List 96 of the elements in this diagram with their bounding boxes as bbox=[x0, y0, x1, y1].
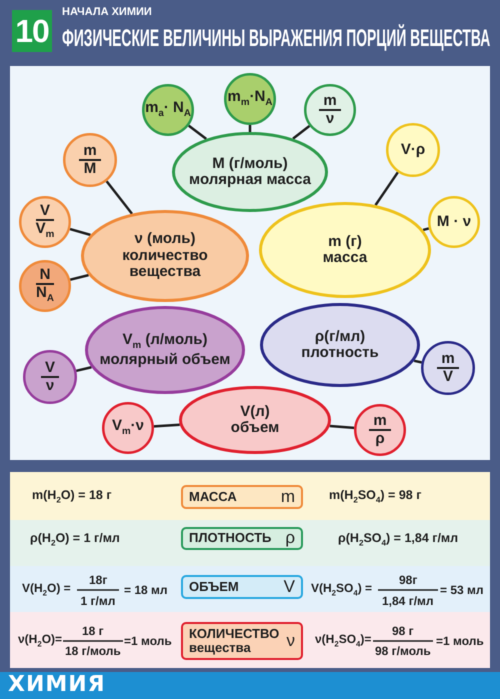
formula: ρ bbox=[375, 431, 385, 448]
quantity-name: ПЛОТНОСТЬ bbox=[189, 531, 272, 546]
quantity-symbol: ν (моль) bbox=[134, 231, 196, 248]
series-name: НАЧАЛА ХИМИИ bbox=[62, 6, 152, 18]
quantity-symbol: V(л) bbox=[240, 404, 270, 420]
fraction-denominator: 98 г/моль bbox=[375, 644, 431, 658]
formula-circle bbox=[63, 133, 117, 187]
fraction-numerator: 98г bbox=[399, 574, 418, 587]
formula: V$_{m}$·ν bbox=[112, 418, 144, 438]
quantity-ellipse bbox=[260, 303, 420, 387]
fraction-numerator: 18г bbox=[89, 574, 108, 587]
formula: V$_{m}$ bbox=[36, 221, 54, 242]
connector-line bbox=[188, 124, 207, 140]
quantity-box bbox=[181, 575, 303, 599]
quantity-symbol: m (г) bbox=[328, 234, 362, 250]
connector-line bbox=[106, 180, 133, 214]
connector-line bbox=[414, 360, 422, 364]
quantity-name: количество вещества bbox=[121, 248, 209, 281]
quantity-symbol: ρ bbox=[285, 529, 295, 548]
fraction-denominator: 18 г/моль bbox=[65, 644, 121, 658]
formula: V bbox=[36, 202, 54, 222]
quantity-symbol: V bbox=[284, 578, 295, 596]
quantity-symbol: m bbox=[280, 488, 295, 506]
formula: ν bbox=[46, 378, 54, 394]
formula: ρ(H$_{2}$SO$_{4}$) = 1,84 г/мл bbox=[338, 532, 458, 548]
quantity-symbol: ν bbox=[286, 632, 295, 650]
fraction-denominator: 1,84 г/мл bbox=[382, 594, 434, 608]
formula: = 53 мл bbox=[440, 584, 484, 597]
formula: m bbox=[369, 412, 391, 431]
formula-circle bbox=[102, 402, 154, 454]
quantity-ellipse bbox=[85, 306, 245, 394]
number-badge: 10 bbox=[12, 10, 52, 52]
formula-circle bbox=[142, 84, 194, 136]
quantity-box bbox=[181, 622, 303, 660]
formula: ν(H$_{2}$O)= bbox=[18, 633, 62, 649]
quantity-name: МАССА bbox=[189, 490, 238, 504]
formula-circle bbox=[23, 350, 77, 404]
formula: m bbox=[319, 92, 341, 111]
quantity-symbol: M (г/моль) bbox=[212, 156, 288, 172]
connector-line bbox=[70, 228, 91, 236]
formula: V(H$_{2}$SO$_{4}$) = bbox=[311, 582, 372, 598]
formula: m(H$_{2}$O) = 18 г bbox=[32, 489, 112, 506]
quantity-ellipse bbox=[172, 132, 328, 212]
formula: V·ρ bbox=[400, 142, 426, 158]
quantity-symbol: ρ(г/мл) bbox=[314, 328, 366, 345]
formula: m$_{a}$· N$_{A}$ bbox=[145, 100, 191, 120]
connector-line bbox=[154, 424, 180, 428]
formula-circle bbox=[19, 260, 71, 312]
subject-name: ХИМИЯ bbox=[8, 673, 106, 698]
quantity-ellipse bbox=[81, 210, 249, 302]
connector-line bbox=[70, 274, 89, 281]
formula-circle bbox=[354, 404, 406, 456]
formula-circle bbox=[224, 73, 276, 125]
connector-line bbox=[76, 366, 92, 372]
formula-circle bbox=[421, 341, 475, 395]
formula: m(H$_{2}$SO$_{4}$) = 98 г bbox=[329, 489, 422, 506]
formula: =1 моль bbox=[436, 634, 484, 648]
fraction-denominator: 1 г/мл bbox=[80, 594, 116, 608]
quantity-name: объем bbox=[230, 420, 280, 436]
formula: = 18 мл bbox=[124, 584, 168, 597]
formula: V(H$_{2}$O) = bbox=[22, 582, 71, 598]
formula-circle bbox=[304, 84, 356, 136]
formula-circle bbox=[19, 196, 71, 248]
quantity-name: ОБЪЕМ bbox=[189, 580, 240, 594]
quantity-name: молярная масса bbox=[189, 172, 311, 188]
formula: M bbox=[84, 161, 96, 178]
quantity-box bbox=[181, 485, 303, 509]
connector-line bbox=[422, 227, 430, 232]
quantity-name: молярный объем bbox=[100, 352, 230, 368]
fraction-numerator: 98 г bbox=[392, 624, 414, 638]
quantity-name: плотность bbox=[301, 345, 379, 362]
formula: N$_{A}$ bbox=[36, 285, 54, 306]
formula: m$_{m}$·N$_{A}$ bbox=[228, 89, 272, 109]
formula: ρ(H$_{2}$O) = 1 г/мл bbox=[30, 532, 120, 548]
formula: N bbox=[36, 266, 54, 286]
formula: V bbox=[442, 369, 453, 386]
formula-circle bbox=[428, 196, 480, 248]
formula: =1 моль bbox=[124, 634, 172, 648]
formula-circle bbox=[386, 123, 440, 177]
quantity-ellipse bbox=[179, 386, 331, 454]
connector-line bbox=[330, 424, 354, 430]
quantity-box bbox=[181, 527, 303, 550]
formula: m bbox=[437, 350, 459, 369]
formula: ν bbox=[326, 111, 334, 128]
quantity-name: масса bbox=[322, 250, 368, 266]
connector-line bbox=[374, 172, 399, 206]
connector-line bbox=[292, 124, 310, 140]
connector-line bbox=[248, 125, 252, 132]
quantity-ellipse bbox=[259, 202, 431, 298]
quantity-symbol: V$_{m}$ (л/моль) bbox=[122, 332, 208, 352]
formula: ν(H$_{2}$SO$_{4}$)= bbox=[315, 633, 372, 649]
formula: V bbox=[40, 360, 59, 378]
formula: m bbox=[79, 142, 101, 161]
fraction-numerator: 18 г bbox=[82, 624, 104, 638]
quantity-name: КОЛИЧЕСТВО вещества bbox=[189, 626, 277, 656]
formula: M · ν bbox=[436, 214, 472, 230]
